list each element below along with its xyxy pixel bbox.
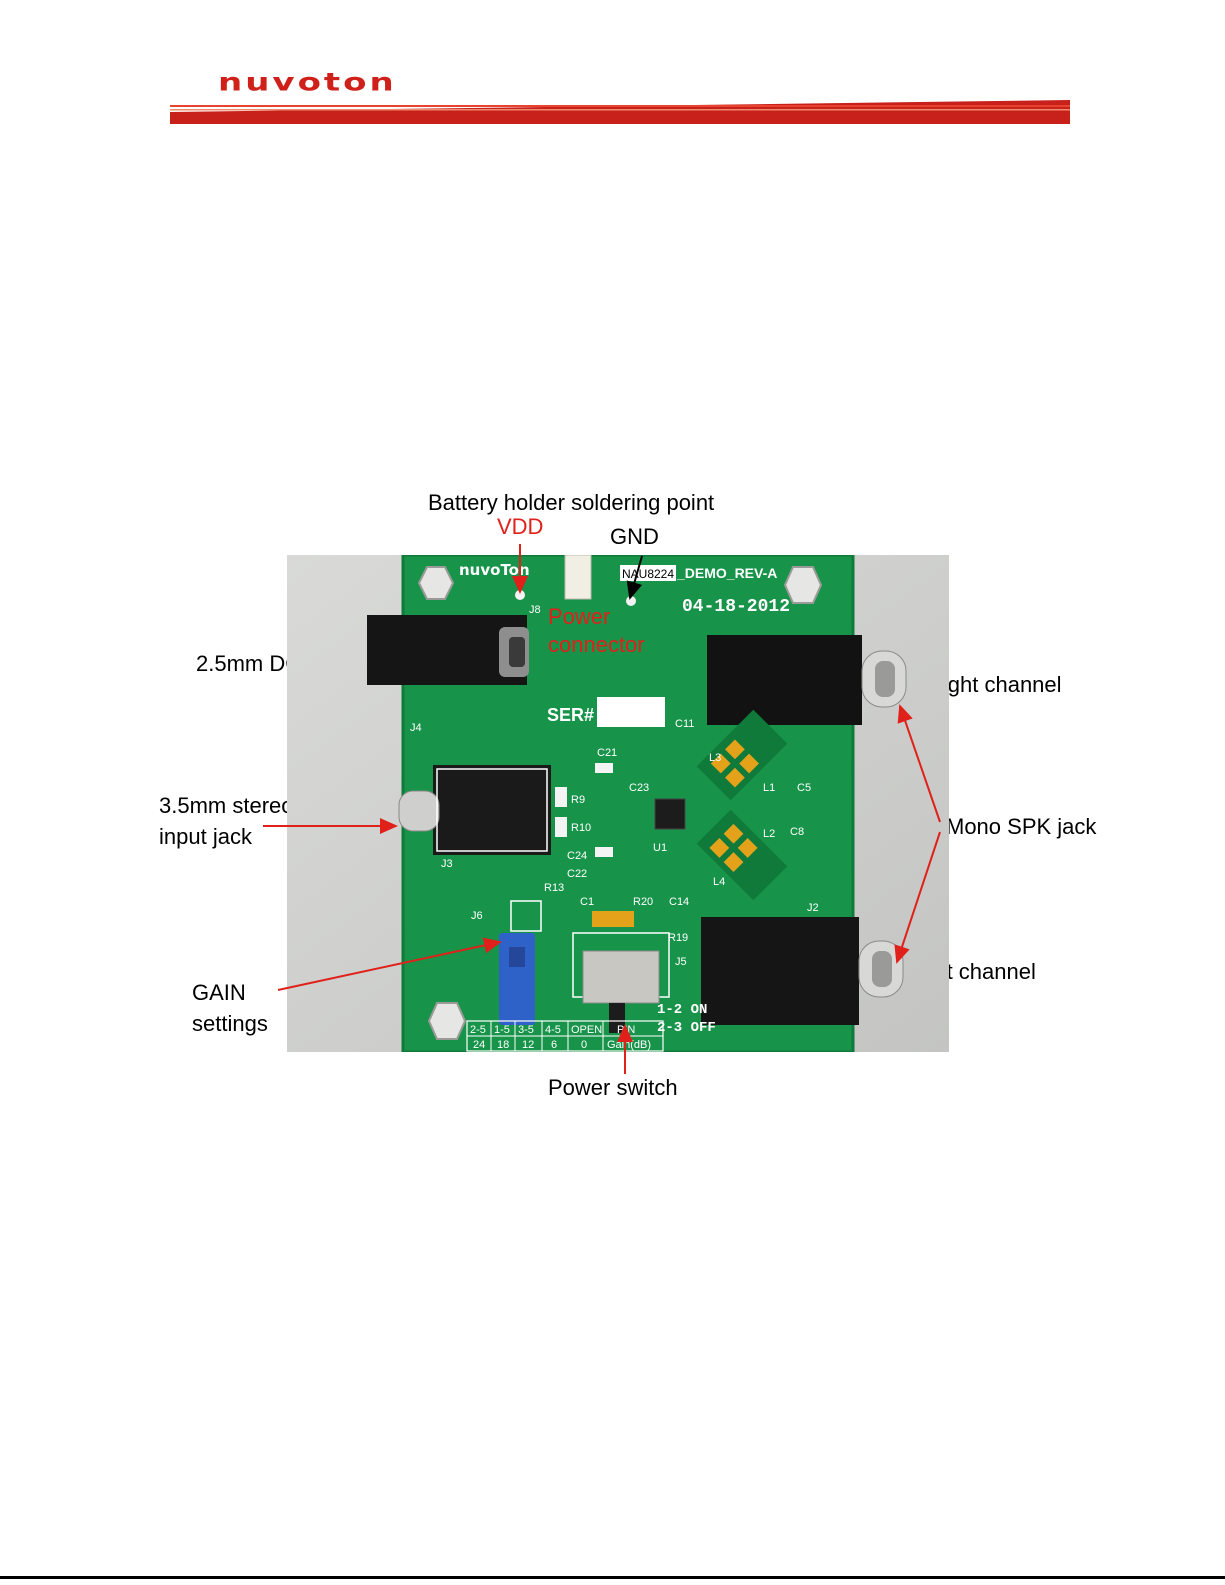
ref-c22: C22 (567, 868, 587, 880)
right-channel-jack (707, 635, 907, 725)
ref-c21: C21 (597, 747, 617, 759)
footer-rule (0, 1576, 1225, 1579)
ref-j8: J8 (529, 604, 541, 616)
board-part: NAU8224 (622, 567, 674, 581)
header-bar (170, 100, 1070, 124)
ref-c1: C1 (580, 896, 594, 908)
ref-j2: J2 (807, 902, 819, 914)
gain-jumper (499, 933, 535, 1025)
gain-header-1: 2-5 (470, 1024, 486, 1036)
ref-l2: L2 (763, 828, 775, 840)
callout-gain-line1: GAIN (192, 980, 246, 1005)
nuvoton-logo: nuvoTon (218, 68, 397, 97)
dc-jack (367, 615, 529, 685)
header-bar-stripe-1 (170, 105, 1070, 107)
ref-c23: C23 (629, 782, 649, 794)
ref-l4: L4 (713, 876, 725, 888)
ref-c5: C5 (797, 782, 811, 794)
callout-gnd: GND (610, 524, 659, 549)
board-revision: _DEMO_REV-A (676, 565, 777, 581)
gain-header-6: PIN (617, 1024, 635, 1036)
gain-header-5: OPEN (571, 1024, 602, 1036)
ref-c11: C11 (675, 718, 694, 730)
gain-value-6: Gain(dB) (607, 1039, 651, 1051)
ref-c8: C8 (790, 826, 804, 838)
board-photo: nuvoTon NAU8224 _DEMO_REV-A 04-18-2012 J… (287, 555, 949, 1052)
board-serial-label: SER# (547, 705, 594, 725)
switch-on-label: 1-2 ON (657, 1002, 707, 1018)
board-illustration: nuvoTon NAU8224 _DEMO_REV-A 04-18-2012 J… (287, 555, 949, 1052)
ref-u1: U1 (653, 842, 667, 854)
power-switch (582, 950, 660, 1004)
board-brand: nuvoTon (459, 561, 530, 579)
ref-j6: J6 (471, 910, 483, 922)
callout-mono-spk-jack: Mono SPK jack (946, 814, 1097, 839)
ref-l3: L3 (709, 752, 721, 764)
ref-l1: L1 (763, 782, 775, 794)
callout-vdd: VDD (497, 514, 544, 539)
callout-battery-holder: Battery holder soldering point (428, 490, 715, 515)
gain-header-4: 4-5 (545, 1024, 561, 1036)
gain-value-2: 18 (497, 1039, 509, 1051)
callout-power-switch: Power switch (548, 1075, 678, 1100)
filter-block-top (696, 709, 788, 801)
ref-j5: J5 (675, 956, 687, 968)
power-connector (564, 555, 592, 600)
header-bar-main (170, 100, 1070, 124)
gain-value-4: 6 (551, 1039, 557, 1051)
standoffs (417, 566, 823, 1040)
callout-gain-line2: settings (192, 1011, 268, 1036)
ref-c14: C14 (669, 896, 689, 908)
header-bar-stripe-2 (170, 109, 1070, 111)
gain-value-5: 0 (581, 1039, 587, 1051)
ref-r20: R20 (633, 896, 653, 908)
callout-right-channel: Right channel (927, 672, 1062, 697)
ref-j3: J3 (441, 858, 453, 870)
callout-stereo-jack-line2: input jack (159, 824, 252, 849)
filter-block-bottom (696, 809, 788, 901)
callout-stereo-jack-line1: 3.5mm stereo (159, 793, 294, 818)
gain-value-1: 24 (473, 1039, 485, 1051)
ref-j4: J4 (410, 722, 422, 734)
gain-header-3: 3-5 (518, 1024, 534, 1036)
u1-chip (654, 798, 686, 830)
ref-r10: R10 (571, 822, 591, 834)
ref-r19: R19 (668, 932, 688, 944)
board-serial-box (597, 697, 665, 727)
stereo-jack (398, 765, 551, 855)
gain-value-3: 12 (522, 1039, 534, 1051)
left-channel-jack (701, 917, 904, 1025)
ref-r13: R13 (544, 882, 564, 894)
switch-off-label: 2-3 OFF (657, 1020, 716, 1036)
gain-header-2: 1-5 (494, 1024, 510, 1036)
ref-r9: R9 (571, 794, 585, 806)
ref-c24: C24 (567, 850, 587, 862)
board-date: 04-18-2012 (682, 597, 790, 617)
